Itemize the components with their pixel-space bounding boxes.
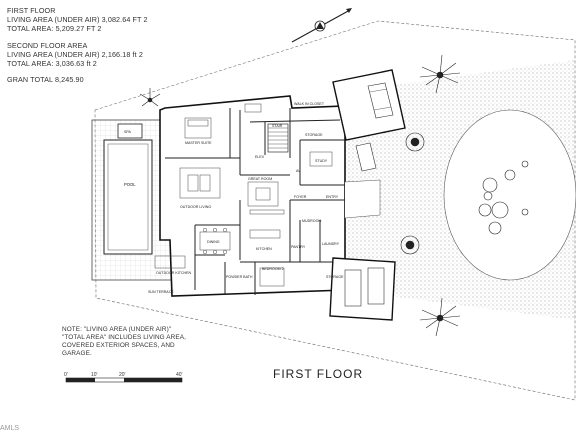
second-floor-total-area: TOTAL AREA: 3,036.63 ft 2	[7, 59, 97, 68]
label-laundry: LAUNDRY	[322, 242, 340, 246]
furniture	[154, 103, 333, 287]
garage-top	[332, 69, 406, 141]
first-floor-total-area: TOTAL AREA: 5,209.27 FT 2	[7, 24, 102, 33]
spa	[117, 123, 143, 139]
label-dining: DINING	[207, 240, 220, 244]
note-line-3: COVERED EXTERIOR SPACES, AND	[62, 342, 175, 349]
label-storage-2: STORAGE	[326, 275, 344, 279]
label-entry: ENTRY	[326, 195, 339, 199]
house-outline	[159, 95, 346, 297]
note-line-1: NOTE: "LIVING AREA (UNDER AIR)"	[62, 326, 172, 333]
label-bedroom-2: BEDROOM 2	[262, 267, 284, 271]
garage-bottom	[329, 257, 396, 321]
label-outdoor-living: OUTDOOR LIVING	[180, 205, 211, 209]
corner-watermark: AMLS	[0, 425, 20, 432]
scale-tick-0: 0'	[64, 372, 68, 378]
note-line-4: GARAGE.	[62, 350, 92, 357]
label-powder-bath: POWDER BATH	[226, 275, 253, 279]
grand-total: GRAN TOTAL 8,245.90	[7, 75, 84, 84]
label-spa: SPA	[124, 130, 132, 134]
interior-walls	[165, 108, 345, 295]
scale-tick-40: 40'	[176, 372, 183, 378]
parked-car	[355, 142, 377, 172]
scale-bar: 0' 10' 20' 40'	[64, 372, 183, 383]
driveway-island	[443, 109, 576, 281]
first-floor-living-area: LIVING AREA (UNDER AIR) 3,082.64 FT 2	[7, 15, 148, 24]
label-great-room: GREAT ROOM	[248, 177, 272, 181]
pool	[103, 139, 153, 255]
scale-tick-10: 10'	[91, 372, 98, 378]
label-walk-in-closet: WALK IN CLOSET	[294, 102, 325, 106]
pool-edge	[107, 143, 149, 251]
label-sun-terrace: SUN TERRACE	[148, 290, 174, 294]
label-study: STUDY	[315, 159, 328, 163]
label-pool: POOL	[124, 182, 136, 187]
label-outdoor-kitchen: OUTDOOR KITCHEN	[156, 271, 192, 275]
second-floor-living-area: LIVING AREA (UNDER AIR) 2,166.18 ft 2	[7, 50, 143, 59]
label-av: AV	[296, 169, 301, 173]
north-arrow-icon	[291, 8, 352, 43]
label-mudroom: MUDROOM	[302, 219, 321, 223]
label-stair: STAIR	[272, 124, 283, 128]
label-elev: ELEV	[255, 155, 265, 159]
label-pantry: PANTRY	[291, 245, 306, 249]
second-floor-heading: SECOND FLOOR AREA	[7, 41, 88, 50]
plan-title: FIRST FLOOR	[273, 367, 364, 381]
entry-walkway	[344, 179, 381, 219]
scale-tick-20: 20'	[119, 372, 126, 378]
first-floor-heading: FIRST FLOOR	[7, 6, 56, 15]
landscape-trees	[139, 54, 529, 337]
note-line-2: "TOTAL AREA" INCLUDES LIVING AREA,	[62, 334, 186, 341]
label-kitchen: KITCHEN	[256, 247, 272, 251]
label-storage: STORAGE	[305, 133, 323, 137]
stair	[267, 123, 289, 153]
label-foyer: FOYER	[294, 195, 307, 199]
label-master-suite: MASTER SUITE	[185, 141, 212, 145]
